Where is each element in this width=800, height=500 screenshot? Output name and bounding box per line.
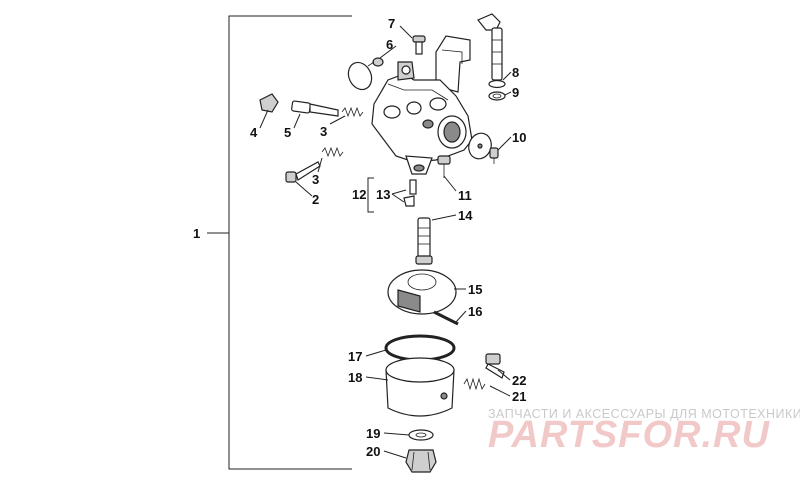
washer-19 — [408, 429, 434, 441]
callout-9: 9 — [512, 85, 519, 100]
callout-10: 10 — [512, 130, 526, 145]
callout-12: 12 — [352, 187, 366, 202]
screw-22 — [485, 353, 505, 379]
idle-mixture-screw — [291, 100, 339, 117]
callout-3a: 3 — [320, 124, 327, 139]
leader-lines — [259, 25, 512, 459]
throttle-bracket — [435, 35, 471, 93]
callout-8: 8 — [512, 65, 519, 80]
callout-22: 22 — [512, 373, 526, 388]
watermark: ЗАПЧАСТИ И АКСЕССУАРЫ ДЛЯ МОТОТЕХНИКИ PA… — [488, 407, 800, 456]
callout-17: 17 — [348, 349, 362, 364]
float-pin — [433, 310, 459, 326]
float — [387, 269, 457, 315]
choke-plate — [347, 61, 373, 91]
watermark-brand: PARTSFOR.RU — [488, 414, 770, 456]
watermark-tagline: ЗАПЧАСТИ И АКСЕССУАРЫ ДЛЯ МОТОТЕХНИКИ — [488, 407, 800, 421]
callout-13: 13 — [376, 187, 390, 202]
callout-19: 19 — [366, 426, 380, 441]
callout-7: 7 — [388, 16, 395, 31]
spring-3-lower — [321, 146, 344, 158]
screw-11 — [437, 155, 451, 178]
bowl-gasket — [384, 334, 456, 362]
callout-18: 18 — [348, 370, 362, 385]
idle-mixture-cap — [259, 93, 279, 113]
callout-6: 6 — [386, 37, 393, 52]
screw-10 — [489, 147, 499, 164]
throttle-shaft — [477, 13, 503, 81]
callout-2: 2 — [312, 192, 319, 207]
washer-9 — [488, 91, 506, 101]
callout-5: 5 — [284, 125, 291, 140]
spring-3-upper — [341, 106, 364, 118]
callout-15: 15 — [468, 282, 482, 297]
callout-20: 20 — [366, 444, 380, 459]
callout-1: 1 — [193, 226, 200, 241]
screw-6 — [367, 57, 384, 67]
callout-labels: 1 2 3 3 4 5 6 7 8 9 10 11 12 13 14 15 16… — [193, 16, 526, 459]
carburetor-body — [371, 61, 473, 175]
needle-13 — [403, 179, 417, 207]
assembly-bracket — [207, 15, 352, 470]
callout-16: 16 — [468, 304, 482, 319]
callout-21: 21 — [512, 389, 526, 404]
drain-nut — [405, 449, 437, 473]
callout-11: 11 — [458, 188, 472, 203]
spring-21 — [463, 377, 486, 391]
o-ring-8 — [488, 79, 506, 89]
main-jet — [415, 217, 433, 265]
screw-7 — [412, 35, 426, 55]
float-bowl — [385, 357, 455, 417]
callout-14: 14 — [458, 208, 473, 223]
callout-4: 4 — [250, 125, 258, 140]
callout-3b: 3 — [312, 172, 319, 187]
